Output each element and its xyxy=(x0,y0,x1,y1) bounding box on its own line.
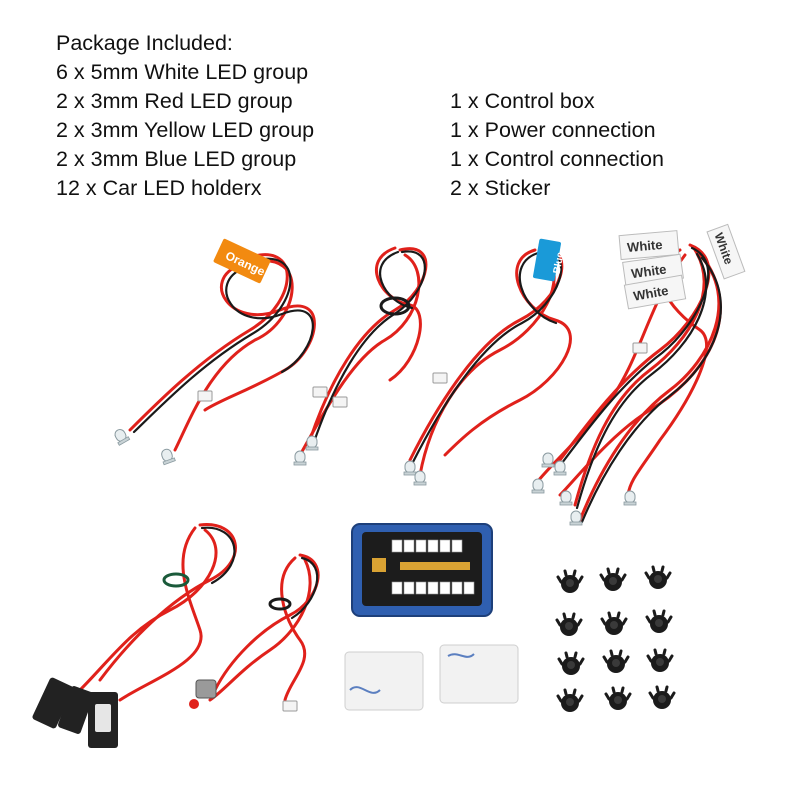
left-item-5: 12 x Car LED holderx xyxy=(56,176,262,200)
package-contents-text: Package Included: 6 x 5mm White LED grou… xyxy=(0,0,800,210)
right-item-3: 1 x Control connection xyxy=(450,147,664,171)
white-tag-label-2: White xyxy=(630,261,667,281)
left-item-2: 2 x 3mm Red LED group xyxy=(56,89,293,113)
sticker-2 xyxy=(439,644,519,704)
white-tags: White White White White xyxy=(618,223,746,310)
sticker-1 xyxy=(344,651,424,711)
white-led-group: White White White White xyxy=(531,223,746,526)
blue-tag: Blue xyxy=(533,238,567,282)
control-box xyxy=(351,523,493,617)
right-item-2: 1 x Power connection xyxy=(450,118,656,142)
right-item-1: 1 x Control box xyxy=(450,89,595,113)
orange-led-group: Orange xyxy=(111,238,316,466)
blue-tag-label: Blue xyxy=(552,251,567,275)
white-tag-label-3: White xyxy=(632,283,669,304)
left-item-3: 2 x 3mm Yellow LED group xyxy=(56,118,315,142)
left-item-4: 2 x 3mm Blue LED group xyxy=(56,147,297,171)
blue-led-group: Blue xyxy=(403,238,572,486)
orange-tag: Orange xyxy=(213,238,271,284)
right-item-4: 2 x Sticker xyxy=(450,176,551,200)
left-item-1: 6 x 5mm White LED group xyxy=(56,60,309,84)
package-heading: Package Included: xyxy=(56,31,233,55)
white-tag-label-1: White xyxy=(626,237,663,255)
power-connection xyxy=(189,553,320,712)
car-led-holders xyxy=(555,565,676,714)
control-connection xyxy=(32,523,237,748)
red-led-group xyxy=(293,246,428,466)
product-photo: Orange xyxy=(0,210,800,800)
